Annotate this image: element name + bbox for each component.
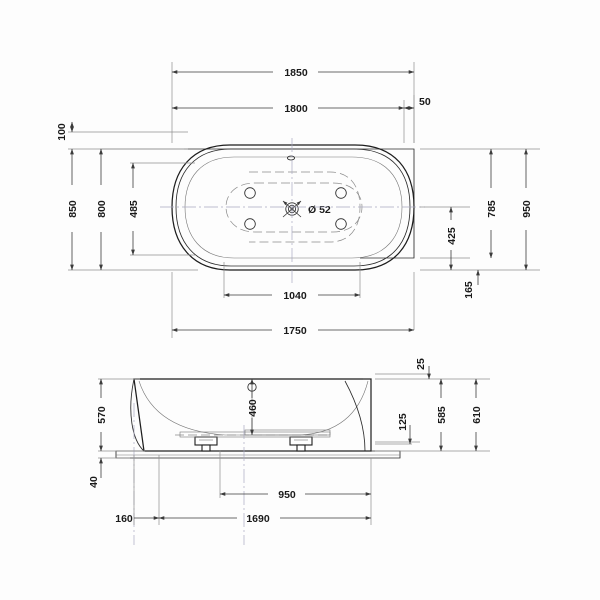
svg-text:165: 165 [463, 281, 475, 299]
elev-dim-570: 570 [96, 378, 108, 452]
plan-dim-800: 800 [96, 148, 108, 271]
plan-jet-circle [335, 187, 347, 199]
elev-dim-1690: 1690 [158, 513, 372, 525]
svg-text:585: 585 [436, 406, 448, 424]
plan-dim-1750: 1750 [171, 325, 415, 337]
elev-left-wall-curve [130, 378, 145, 452]
plan-dim-1800: 1800 [171, 103, 405, 115]
plan-dim-485: 485 [128, 162, 140, 256]
elev-dim-585: 585 [436, 378, 448, 452]
plan-jet-circle [244, 187, 256, 199]
svg-text:850: 850 [67, 200, 79, 218]
plan-tub-outer [171, 144, 415, 271]
svg-text:785: 785 [486, 200, 498, 218]
svg-text:1750: 1750 [283, 325, 307, 337]
plan-overflow-hole [286, 155, 296, 161]
svg-text:25: 25 [415, 358, 427, 370]
elev-dim-160: 160 [115, 513, 160, 525]
svg-text:1800: 1800 [284, 103, 308, 115]
plan-dim-950: 950 [521, 148, 533, 271]
elev-base-plinth [115, 450, 401, 459]
svg-text:460: 460 [247, 399, 259, 417]
plan-drain-label: Ø 52 [308, 204, 331, 216]
svg-text:800: 800 [96, 200, 108, 218]
svg-text:1040: 1040 [283, 290, 307, 302]
svg-text:160: 160 [115, 513, 133, 525]
svg-text:1690: 1690 [246, 513, 270, 525]
plan-basin-floor [225, 182, 363, 233]
plan-dim-165: 165 [463, 269, 480, 299]
plan-dim-1850: 1850 [171, 67, 415, 79]
elev-dim-610: 610 [471, 378, 483, 452]
elev-foot [194, 436, 218, 452]
elev-dim-950: 950 [219, 489, 372, 501]
svg-text:125: 125 [397, 413, 409, 431]
plan-jet-circle [244, 218, 256, 230]
plan-view: Ø 52 [56, 62, 540, 338]
elev-dim-460: 460 [247, 378, 259, 436]
svg-text:1850: 1850 [284, 67, 308, 79]
elev-dim-40: 40 [88, 457, 103, 488]
plan-dim-850: 850 [67, 148, 79, 271]
plan-dim-100: 100 [56, 121, 74, 141]
elev-right-curve [344, 380, 366, 452]
elev-dim-25: 25 [415, 358, 431, 380]
svg-text:610: 610 [471, 406, 483, 424]
plan-dim-425: 425 [446, 206, 458, 271]
plan-dim-1040: 1040 [223, 290, 361, 302]
svg-text:950: 950 [521, 200, 533, 218]
plan-tub-rim [175, 148, 411, 267]
svg-text:100: 100 [56, 123, 68, 141]
plan-dim-785: 785 [486, 148, 498, 259]
plan-basin-outline [184, 156, 403, 259]
elev-foot [289, 436, 313, 452]
svg-text:570: 570 [96, 406, 108, 424]
svg-text:425: 425 [446, 227, 458, 245]
svg-text:40: 40 [88, 476, 100, 488]
plan-jet-circle [335, 218, 347, 230]
svg-text:50: 50 [419, 96, 431, 108]
svg-text:950: 950 [278, 489, 296, 501]
plan-dim-50: 50 [403, 96, 431, 110]
elev-dim-125: 125 [397, 413, 412, 445]
svg-text:485: 485 [128, 200, 140, 218]
elevation-view: 570 40 460 25 585 [88, 358, 490, 545]
elev-right-rim [363, 378, 372, 451]
